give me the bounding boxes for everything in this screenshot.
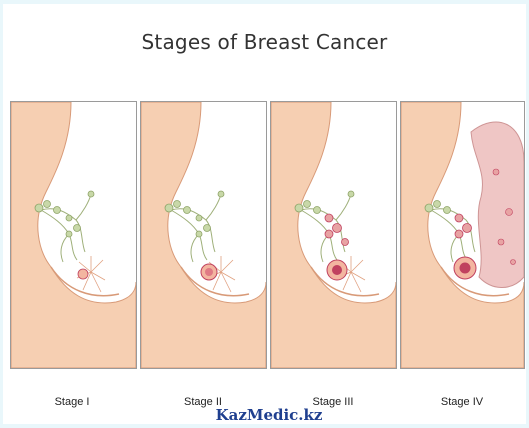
diagram-title: Stages of Breast Cancer (0, 30, 529, 54)
stage-panel-2 (140, 101, 267, 369)
breast-illustration-3 (271, 102, 396, 368)
stage-panel-3 (270, 101, 397, 369)
watermark-logo: KazMedic.kz (199, 403, 339, 425)
stage-panels (10, 101, 523, 369)
stage-label-1: Stage I (12, 396, 132, 408)
stage-panel-1 (10, 101, 137, 369)
breast-illustration-1 (11, 102, 136, 368)
stage-label-4: Stage IV (402, 396, 522, 408)
breast-illustration-4 (401, 102, 524, 368)
svg-text:KazMedic.kz: KazMedic.kz (216, 406, 323, 424)
breast-illustration-2 (141, 102, 266, 368)
stage-panel-4 (400, 101, 525, 369)
